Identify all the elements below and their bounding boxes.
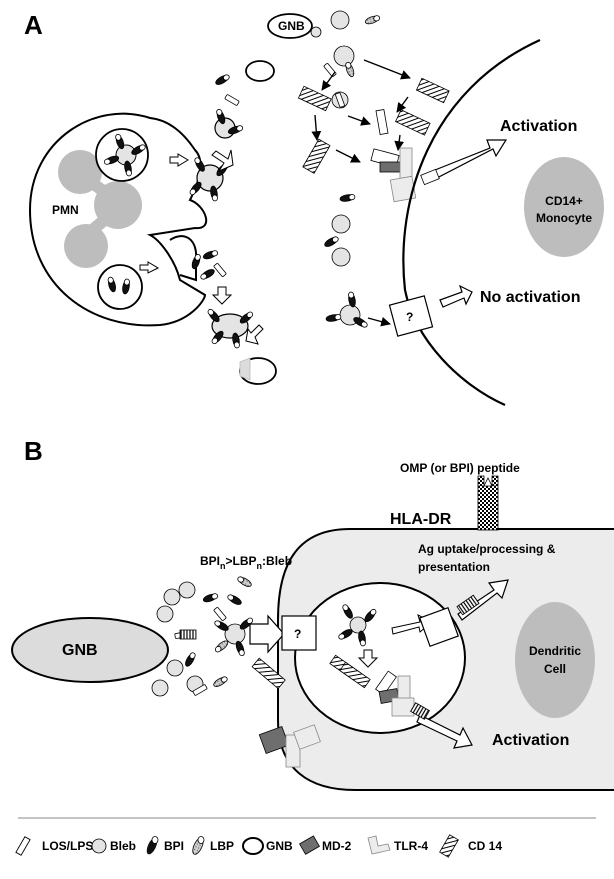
question-mark-a: ?	[406, 310, 413, 324]
hla-dr-label: HLA-DR	[390, 511, 452, 528]
monocyte-label-line2: Monocyte	[536, 211, 592, 225]
ratio-label: BPIn>LBPn:Bleb	[200, 554, 292, 571]
gnb-small	[245, 60, 275, 82]
gnb-top-label: GNB	[278, 19, 305, 33]
monocyte-label-line1: CD14+	[545, 194, 583, 208]
legend-label: LBP	[210, 839, 234, 853]
md2-icon	[299, 835, 320, 855]
activation-label-a: Activation	[500, 118, 577, 135]
monocyte-nucleus	[524, 157, 604, 257]
unknown-receptor-b	[281, 615, 317, 651]
pmn-label: PMN	[52, 203, 79, 217]
gnb-top	[267, 13, 313, 39]
panel-a-letter: A	[24, 10, 43, 40]
no-activation-label: No activation	[480, 289, 580, 306]
endosome	[294, 582, 466, 734]
legend-label: BPI	[164, 839, 184, 853]
gnb-icon	[242, 837, 264, 855]
dendritic-nucleus	[515, 602, 595, 718]
legend-label: LOS/LPS	[42, 839, 93, 853]
tlr4-icon	[367, 835, 391, 855]
legend: LOS/LPS Bleb BPI LBP GNB MD-2 TLR-4 CD 14	[15, 834, 502, 858]
cd14-icon	[439, 834, 459, 858]
dendritic-label-line1: Dendritic	[529, 644, 581, 658]
monocyte-membrane	[402, 38, 541, 407]
unknown-receptor-a	[388, 295, 434, 337]
ag-uptake-line2: presentation	[418, 560, 490, 574]
bleb-icon	[91, 838, 107, 854]
activation-label-b: Activation	[492, 732, 569, 749]
panel-b-letter: B	[24, 436, 43, 466]
legend-label: TLR-4	[394, 839, 428, 853]
legend-label: CD 14	[468, 839, 502, 853]
los-lps-icon	[15, 836, 31, 856]
legend-label: GNB	[266, 839, 293, 853]
question-mark-b: ?	[294, 627, 301, 641]
phagosome-lower	[97, 264, 143, 310]
legend-label: Bleb	[110, 839, 136, 853]
gnb-b	[11, 617, 169, 683]
legend-label: MD-2	[322, 839, 352, 853]
dendritic-label-line2: Cell	[544, 662, 566, 676]
bpi-icon	[146, 836, 159, 855]
hla-dr-molecule	[477, 484, 499, 531]
ag-uptake-line1: Ag uptake/processing &	[418, 542, 556, 556]
lbp-icon	[192, 836, 205, 855]
gnb-b-label: GNB	[62, 642, 98, 659]
peptide-label: OMP (or BPI) peptide	[400, 461, 520, 475]
pmn-nucleus	[58, 150, 142, 268]
